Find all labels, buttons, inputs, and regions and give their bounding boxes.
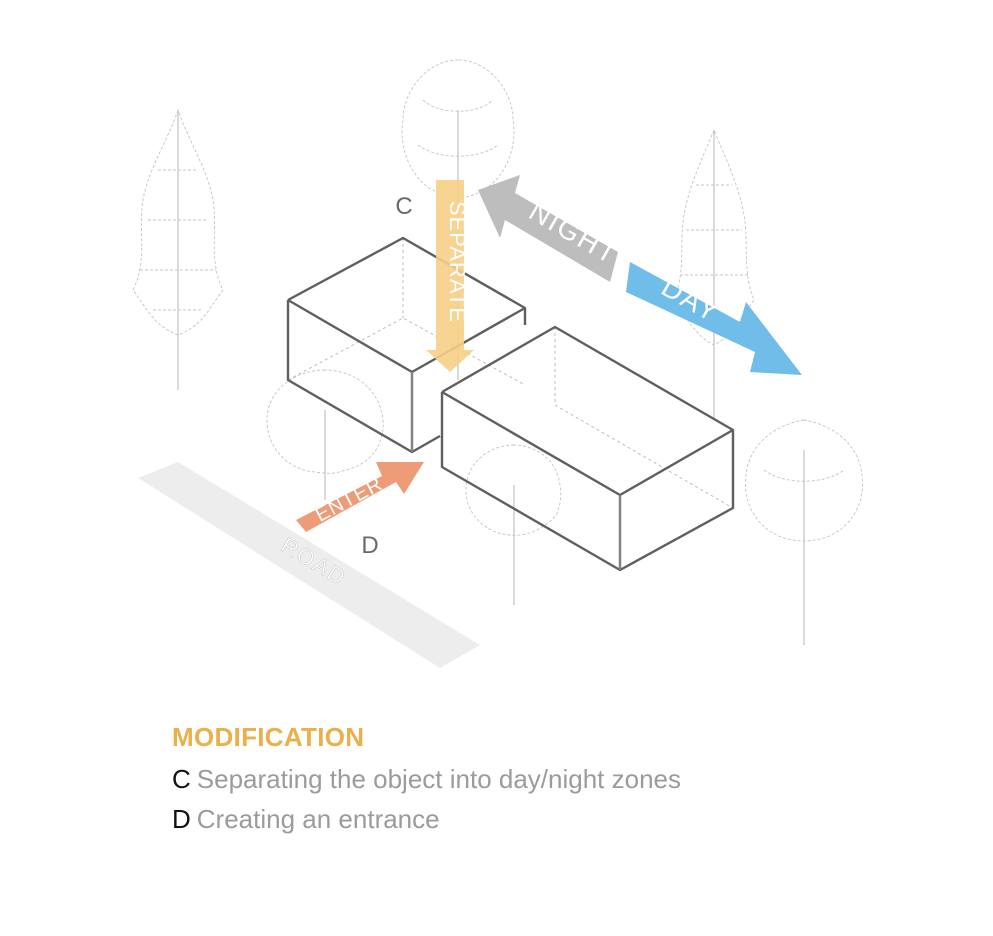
tree-icon xyxy=(465,444,562,605)
tree-icon xyxy=(673,128,755,420)
label-c: C xyxy=(395,193,412,220)
tree-icon xyxy=(132,108,224,390)
tree-icon xyxy=(744,419,864,645)
enter-arrow: ENTER xyxy=(296,462,424,532)
night-arrow: NIGHT xyxy=(478,175,624,282)
label-d: D xyxy=(361,532,378,559)
tree-icon xyxy=(266,369,384,500)
road: ROAD xyxy=(138,462,480,668)
legend-key: D xyxy=(172,804,191,834)
legend-key: C xyxy=(172,764,191,794)
enter-arrow-label: ENTER xyxy=(312,473,387,527)
separate-arrow-label: SEPARATE xyxy=(445,201,470,323)
volume-day xyxy=(440,325,735,572)
separate-arrow: SEPARATE xyxy=(426,180,474,372)
legend-title: MODIFICATION xyxy=(172,722,365,752)
massing-diagram: ROAD xyxy=(132,59,864,668)
legend-text: Creating an entrance xyxy=(196,804,440,834)
road-strip xyxy=(138,462,480,668)
legend-text: Separating the object into day/night zon… xyxy=(196,764,682,794)
